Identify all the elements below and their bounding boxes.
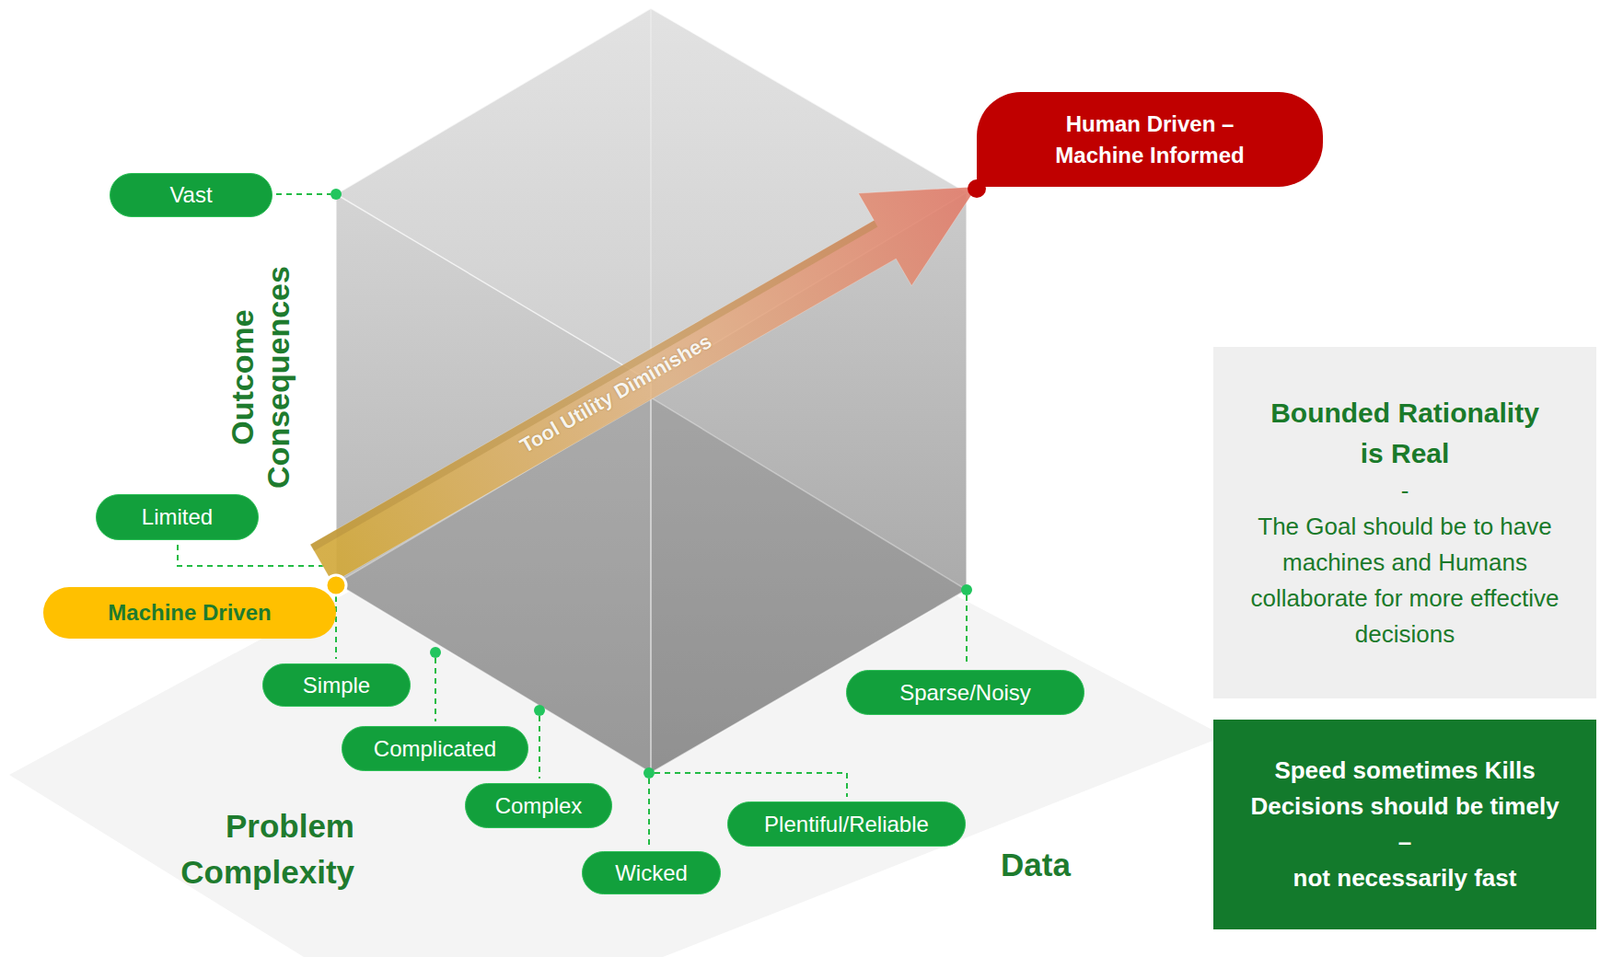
axis-value-pill: Complex	[464, 783, 613, 829]
leader-line	[276, 193, 331, 196]
axis-title: Data	[975, 845, 1096, 886]
axis-value-pill: Limited	[95, 494, 259, 541]
axis-value-pill: Complicated	[341, 726, 529, 772]
node-text: Bounded Rationality is Real	[1231, 393, 1578, 474]
leader-line	[654, 773, 847, 798]
vertex-dot	[330, 188, 342, 200]
machine-dot	[325, 575, 347, 596]
axis-value-pill: Vast	[109, 173, 273, 218]
note-box: Bounded Rationality is Real-The Goal sho…	[1213, 347, 1597, 699]
human-driven-callout: Human Driven – Machine Informed	[976, 92, 1323, 187]
machine-driven-pill: Machine Driven	[43, 587, 337, 639]
leader-lines	[177, 194, 967, 847]
node-text: Complicated	[373, 736, 497, 763]
leader-line	[434, 658, 437, 722]
leader-line	[965, 595, 968, 666]
vertex-dot	[961, 584, 973, 596]
node-text: not necessarily fast	[1293, 860, 1518, 897]
node-text: Sparse/Noisy	[899, 680, 1032, 707]
node-text: Vast	[169, 182, 212, 209]
axis-value-pill: Sparse/Noisy	[846, 670, 1085, 716]
flow-arrow-shape	[310, 186, 977, 583]
node-text: Plentiful/Reliable	[764, 811, 929, 838]
node-text: Human Driven – Machine Informed	[1022, 108, 1277, 171]
vertex-dot	[533, 705, 545, 717]
node-text: Limited	[141, 504, 213, 531]
vertex-dot	[643, 767, 655, 779]
node-text: Wicked	[614, 860, 688, 887]
axis-title: Problem Complexity	[115, 803, 355, 896]
node-text: Decisions should be timely	[1250, 788, 1559, 825]
node-text: The Goal should be to have machines and …	[1231, 509, 1578, 653]
vertex-dot	[429, 647, 441, 659]
cube-edge	[649, 382, 652, 774]
axis-value-pill: Plentiful/Reliable	[727, 801, 966, 847]
node-text: Simple	[302, 672, 371, 699]
leader-line	[335, 596, 337, 660]
node-text: -	[1401, 473, 1410, 510]
node-text: –	[1398, 824, 1412, 861]
cube-hidden-edge	[649, 8, 652, 398]
axis-value-pill: Simple	[262, 663, 411, 708]
leader-line	[538, 716, 541, 779]
leader-line	[648, 778, 650, 847]
axis-value-pill: Wicked	[581, 851, 721, 895]
node-text: Machine Driven	[107, 600, 271, 627]
axis-title: Outcome Consequences	[224, 253, 297, 502]
arrow-label: Tool Utility Diminishes	[516, 329, 717, 459]
node-text: Speed sometimes Kills	[1274, 753, 1535, 789]
node-text: Complex	[495, 793, 583, 820]
warning-box: Speed sometimes KillsDecisions should be…	[1213, 719, 1597, 930]
flow-arrow	[310, 186, 977, 583]
flow-arrow-bevel	[310, 220, 878, 552]
leader-line	[177, 544, 327, 567]
